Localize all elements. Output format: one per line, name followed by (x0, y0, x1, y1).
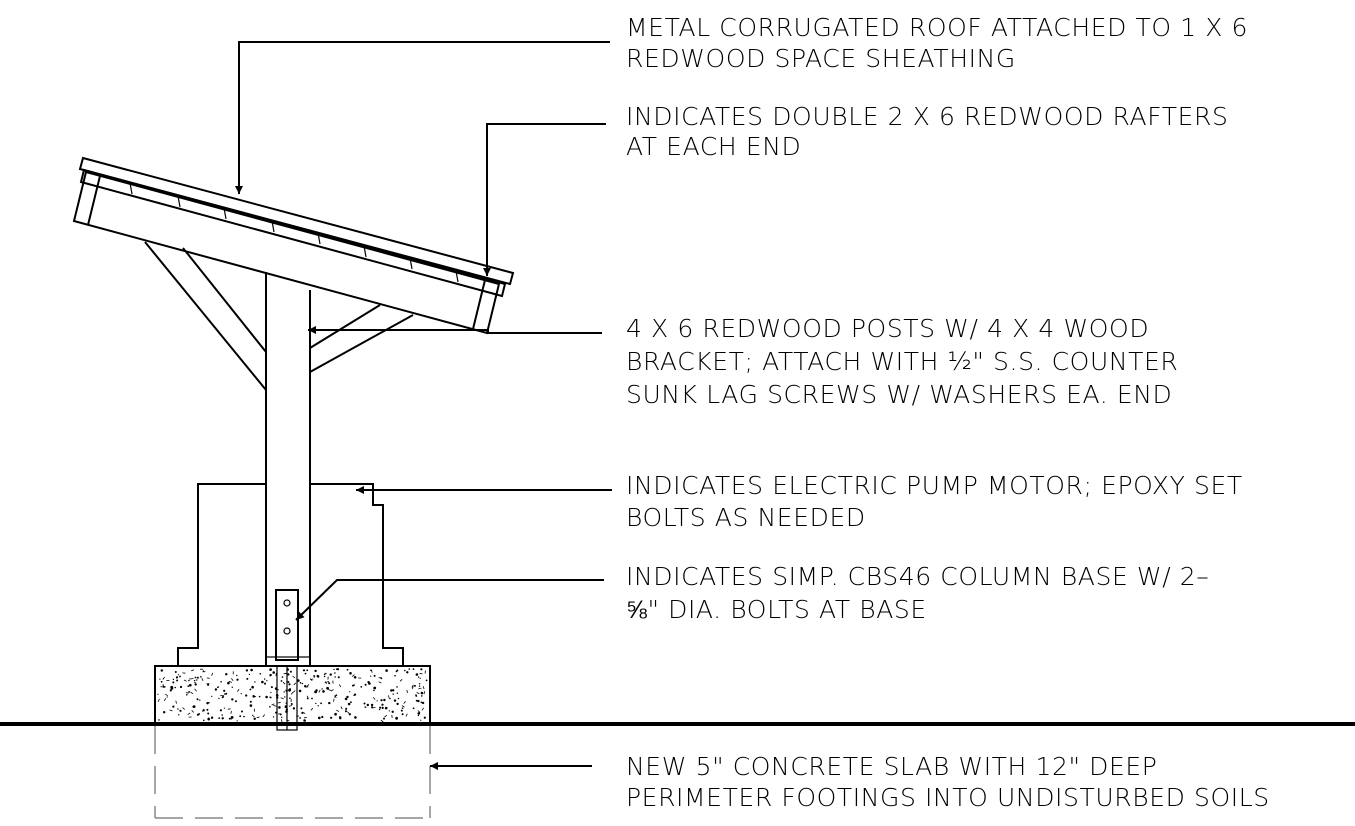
column-base-bracket (265, 589, 311, 731)
callout-rafters: INDICATES DOUBLE 2 X 6 REDWOOD RAFTERS A… (626, 102, 1237, 161)
redwood-post (265, 272, 311, 666)
concrete-slab (154, 665, 431, 725)
callout-pump-motor: INDICATES ELECTRIC PUMP MOTOR; EPOXY SET… (626, 471, 1251, 532)
callout-roof: METAL CORRUGATED ROOF ATTACHED TO 1 X 6 … (626, 13, 1257, 73)
wood-bracket-braces (144, 241, 414, 391)
metal-corrugated-roof (78, 156, 515, 286)
callout-concrete-slab: NEW 5" CONCRETE SLAB WITH 12" DEEP PERIM… (626, 752, 1270, 812)
pump-motor-housing (177, 483, 404, 666)
callout-posts: 4 X 6 REDWOOD POSTS W/ 4 X 4 WOOD BRACKE… (626, 314, 1187, 409)
roof-assembly (72, 156, 515, 335)
perimeter-footing (154, 726, 431, 819)
callout-notes: METAL CORRUGATED ROOF ATTACHED TO 1 X 6 … (626, 13, 1270, 812)
redwood-space-sheathing (79, 168, 507, 298)
leader-lines (235, 41, 612, 770)
callout-column-base: INDICATES SIMP. CBS46 COLUMN BASE W/ 2– … (626, 562, 1218, 624)
